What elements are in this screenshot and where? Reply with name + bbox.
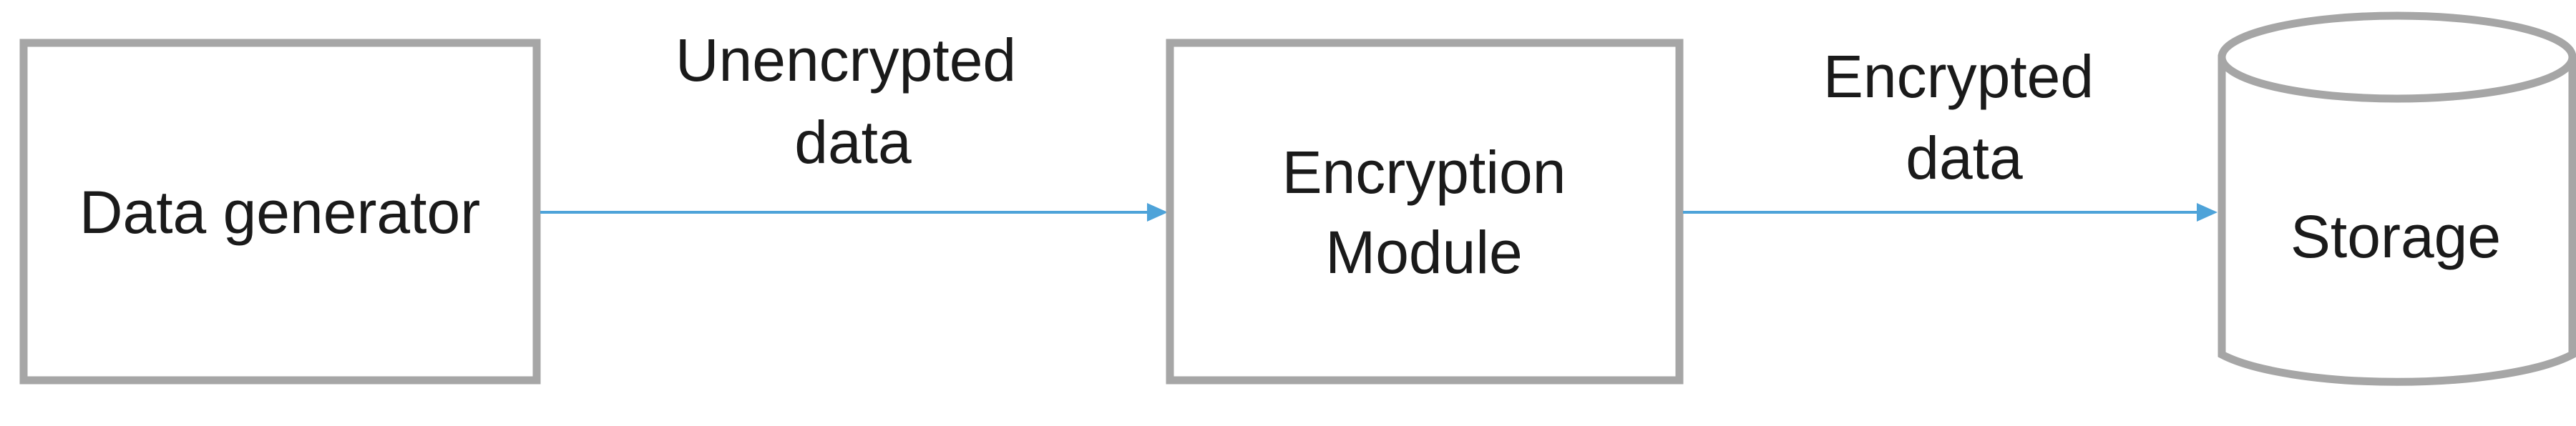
encryption-module-label-line2: Module — [1325, 219, 1523, 286]
encryption-module-node: Encryption Module — [1166, 39, 1684, 385]
encrypted-arrow-head — [2197, 203, 2218, 222]
encrypted-data-edge: Encrypted data — [1683, 43, 2218, 222]
unencrypted-data-label-line2: data — [794, 109, 912, 176]
data-generator-node: Data generator — [19, 39, 541, 385]
database-icon — [2218, 11, 2576, 386]
unencrypted-data-edge: Unencrypted data — [540, 26, 1168, 222]
storage-label: Storage — [2290, 203, 2501, 270]
encryption-module-box — [1166, 39, 1684, 385]
storage-cylinder-top — [2218, 11, 2576, 103]
unencrypted-arrow-head — [1147, 203, 1168, 222]
encrypted-data-label-line1: Encrypted — [1823, 43, 2094, 110]
storage-node: Storage — [2218, 11, 2576, 386]
encryption-module-label-line1: Encryption — [1282, 139, 1566, 206]
unencrypted-data-label-line1: Unencrypted — [675, 26, 1016, 94]
data-generator-box — [19, 39, 541, 385]
encrypted-data-label-line2: data — [1906, 124, 2023, 192]
data-generator-label: Data generator — [79, 179, 480, 246]
